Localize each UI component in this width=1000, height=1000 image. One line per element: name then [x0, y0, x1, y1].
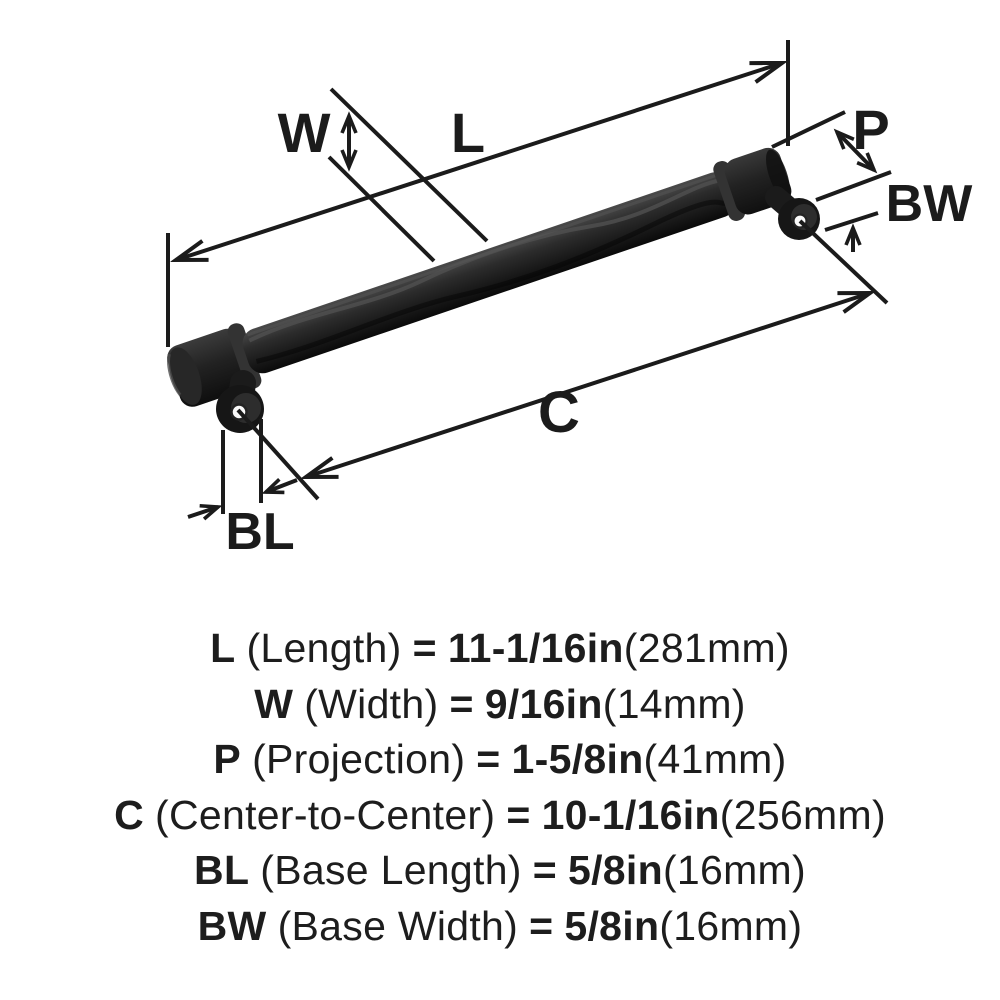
l-dimension-line [176, 63, 782, 260]
label-P: P [852, 98, 889, 161]
spec-name: (Base Width) [277, 902, 519, 949]
p-bw-shared-extension [815, 170, 892, 202]
spec-equals: = [476, 736, 501, 783]
w-extension-lower [327, 155, 436, 263]
spec-equals: = [412, 625, 437, 672]
spec-row-length: L (Length) = 11-1/16in (281mm) [0, 621, 1000, 677]
spec-legend: L (Length) = 11-1/16in (281mm) W (Width)… [0, 621, 1000, 954]
spec-imperial: 1-5/8in [511, 736, 644, 783]
p-arrow [833, 128, 878, 174]
spec-metric: (16mm) [662, 847, 806, 894]
spec-name: (Length) [246, 625, 402, 672]
spec-code: L [210, 625, 236, 672]
bar-top-highlight [246, 173, 720, 337]
handle-diagram: W L P BW C BL [166, 40, 974, 561]
c-dimension-line [306, 293, 870, 477]
dimension-BL [187, 419, 298, 521]
left-base [216, 385, 264, 433]
spec-code: P [213, 736, 242, 783]
cap-face-highlight [167, 353, 182, 396]
spec-equals: = [449, 680, 474, 727]
spec-code: W [254, 680, 294, 727]
spec-metric: (256mm) [719, 791, 886, 838]
spec-equals: = [532, 847, 557, 894]
spec-name: (Center-to-Center) [155, 791, 496, 838]
spec-metric: (281mm) [623, 625, 790, 672]
pull-handle [167, 147, 820, 433]
bl-pointer-left [187, 503, 223, 521]
bl-pointer-right [261, 478, 298, 495]
c-extension-right [798, 219, 889, 305]
spec-code: C [114, 791, 144, 838]
spec-imperial: 5/8in [568, 847, 663, 894]
spec-code: BL [194, 847, 250, 894]
spec-row-base-width: BW (Base Width) = 5/8in (16mm) [0, 899, 1000, 955]
spec-name: (Width) [304, 680, 439, 727]
handle-left-collar [227, 323, 262, 389]
label-BL: BL [225, 503, 294, 561]
label-L: L [451, 101, 485, 164]
dimension-L [166, 40, 790, 347]
bw-extension-lower [824, 211, 879, 232]
spec-imperial: 10-1/16in [541, 791, 720, 838]
p-extension-upper [771, 110, 846, 149]
spec-metric: (41mm) [643, 736, 787, 783]
spec-imperial: 11-1/16in [447, 625, 624, 672]
spec-equals: = [529, 902, 554, 949]
dimension-W [327, 87, 489, 263]
spec-name: (Base Length) [260, 847, 522, 894]
spec-name: (Projection) [252, 736, 466, 783]
dimension-BW [824, 211, 879, 252]
c-extension-left [236, 408, 320, 501]
label-W: W [278, 101, 331, 164]
spec-metric: (16mm) [659, 902, 803, 949]
spec-metric: (14mm) [602, 680, 746, 727]
spec-equals: = [506, 791, 531, 838]
spec-code: BW [197, 902, 267, 949]
label-BW: BW [886, 175, 974, 233]
dimension-C [236, 219, 889, 501]
spec-row-base-length: BL (Base Length) = 5/8in (16mm) [0, 843, 1000, 899]
spec-row-projection: P (Projection) = 1-5/8in (41mm) [0, 732, 1000, 788]
spec-imperial: 5/8in [564, 902, 660, 949]
spec-row-center-to-center: C (Center-to-Center) = 10-1/16in (256mm) [0, 788, 1000, 844]
dimension-P [771, 110, 892, 202]
label-C: C [538, 380, 580, 445]
spec-row-width: W (Width) = 9/16in (14mm) [0, 677, 1000, 733]
spec-imperial: 9/16in [484, 680, 603, 727]
